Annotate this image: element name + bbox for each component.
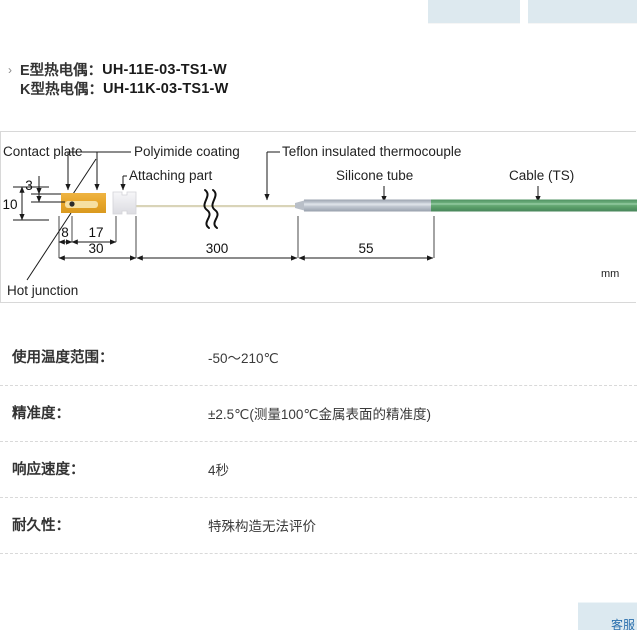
- spec-value-durability: 特殊构造无法评价: [208, 519, 316, 534]
- tube-ferrule: [295, 200, 306, 211]
- spec-key-temperature-range: 使用温度范围：: [12, 350, 114, 366]
- callout-contact-plate: Contact plate: [3, 144, 83, 159]
- spec-key-accuracy: 精准度：: [12, 406, 70, 422]
- break-squiggle-1: [203, 189, 211, 229]
- model-list: › E型热电偶： UH-11E-03-TS1-W K型热电偶： UH-11K-0…: [0, 60, 637, 99]
- cable-highlight: [431, 203, 637, 205]
- floating-support-widget-label: 客服: [610, 618, 635, 630]
- attaching-part-clip: [112, 191, 137, 215]
- spec-key-response-speed: 响应速度：: [12, 462, 85, 478]
- dim-30-label: 30: [88, 241, 103, 256]
- hot-junction-dot: [69, 201, 75, 207]
- dim-8-label: 8: [61, 225, 69, 240]
- floating-support-widget[interactable]: 客服: [578, 602, 637, 630]
- break-squiggle-2: [211, 189, 219, 229]
- leader-contact-plate: [72, 158, 97, 195]
- model-label-e: E型热电偶：: [20, 63, 103, 79]
- diagram-svg: Contact plate Polyimide coating Attachin…: [2, 144, 637, 298]
- callout-silicone-tube: Silicone tube: [336, 168, 413, 183]
- spec-key-durability: 耐久性：: [12, 518, 70, 534]
- product-dimension-diagram: Contact plate Polyimide coating Attachin…: [0, 131, 637, 303]
- callout-cable-ts: Cable (TS): [509, 168, 574, 183]
- model-code-e: UH-11E-03-TS1-W: [102, 61, 227, 78]
- chevron-right-icon: ›: [8, 62, 12, 77]
- dim-300-label: 300: [206, 241, 229, 256]
- dim-55-label: 55: [358, 241, 373, 256]
- spec-value-temperature-range: -50～210℃: [208, 351, 279, 366]
- model-row-k: K型热电偶： UH-11K-03-TS1-W: [0, 79, 637, 99]
- callout-teflon-thermocouple: Teflon insulated thermocouple: [282, 144, 461, 159]
- callout-attaching-part: Attaching part: [129, 168, 213, 183]
- silicone-tube-highlight: [304, 203, 434, 206]
- leader-hot-junction: [26, 212, 72, 281]
- spec-row-response-speed: 响应速度： 4秒: [0, 442, 637, 498]
- model-row-e: › E型热电偶： UH-11E-03-TS1-W: [0, 60, 637, 80]
- specification-table: 使用温度范围： -50～210℃ 精准度： ±2.5℃(测量100℃金属表面的精…: [0, 330, 637, 554]
- spec-row-accuracy: 精准度： ±2.5℃(测量100℃金属表面的精准度): [0, 386, 637, 442]
- thermocouple-wire: [127, 205, 295, 208]
- dim-3-label: 3: [25, 178, 33, 193]
- callout-polyimide-coating: Polyimide coating: [134, 144, 240, 159]
- model-label-k: K型热电偶：: [20, 82, 103, 98]
- callout-hot-junction: Hot junction: [7, 283, 78, 298]
- spec-row-durability: 耐久性： 特殊构造无法评价: [0, 498, 637, 554]
- model-code-k: UH-11K-03-TS1-W: [102, 80, 229, 97]
- spec-row-temperature-range: 使用温度范围： -50～210℃: [0, 330, 637, 386]
- top-tab-right[interactable]: [528, 0, 637, 23]
- spec-value-accuracy: ±2.5℃(测量100℃金属表面的精准度): [208, 407, 432, 422]
- dim-10-label: 10: [2, 197, 17, 212]
- spec-value-response-speed: 4秒: [208, 463, 230, 478]
- dim-17-label: 17: [88, 225, 103, 240]
- top-tab-strip: [0, 0, 637, 30]
- cable-ts: [431, 199, 637, 212]
- unit-label: mm: [601, 268, 619, 280]
- top-tab-left[interactable]: [428, 0, 520, 23]
